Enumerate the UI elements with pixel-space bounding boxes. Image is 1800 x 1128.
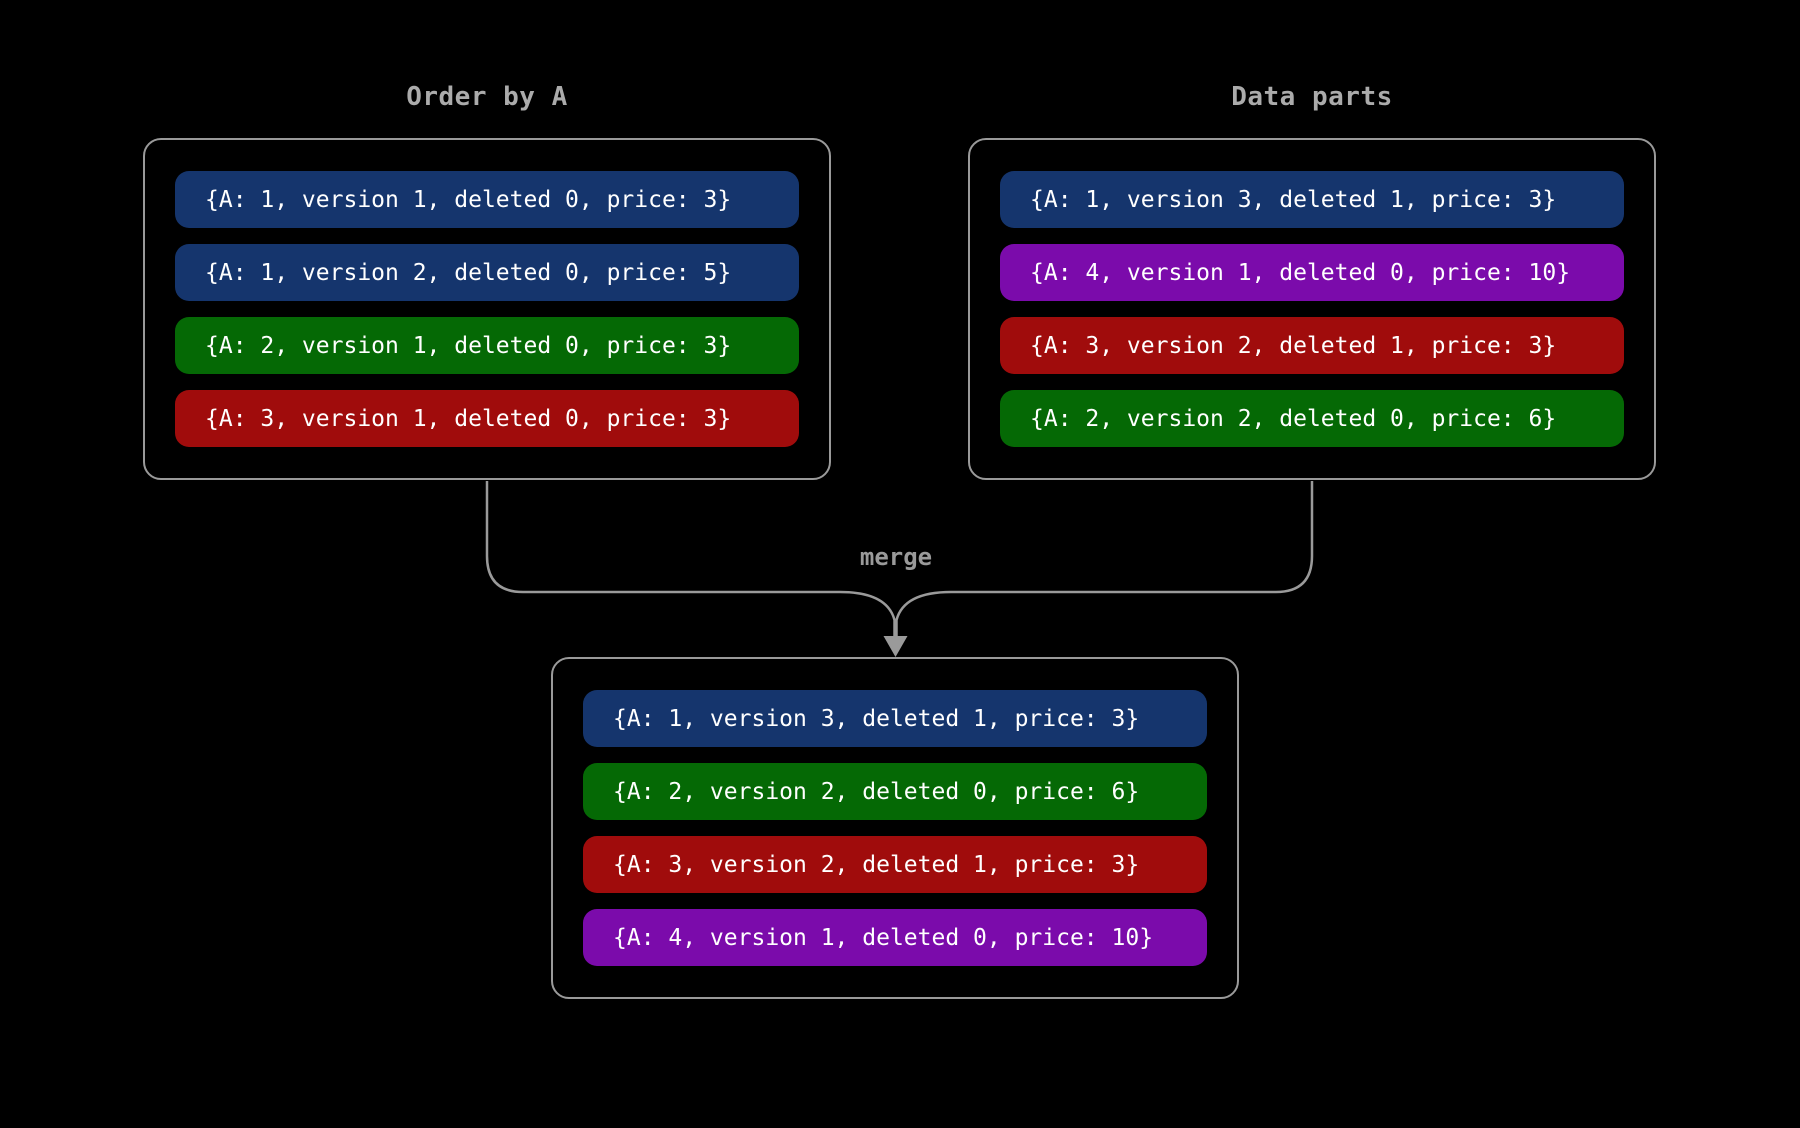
data-part-row: {A: 1, version 3, deleted 1, price: 3} bbox=[583, 690, 1207, 747]
data-part-row: {A: 1, version 3, deleted 1, price: 3} bbox=[1000, 171, 1624, 228]
data-part-row: {A: 4, version 1, deleted 0, price: 10} bbox=[1000, 244, 1624, 301]
data-part-row: {A: 2, version 2, deleted 0, price: 6} bbox=[1000, 390, 1624, 447]
order-by-a-box: {A: 1, version 1, deleted 0, price: 3} {A… bbox=[143, 138, 831, 480]
data-part-row: {A: 4, version 1, deleted 0, price: 10} bbox=[583, 909, 1207, 966]
arrow-down-icon bbox=[883, 636, 908, 657]
data-part-row: {A: 3, version 1, deleted 0, price: 3} bbox=[175, 390, 799, 447]
order-by-a-title: Order by A bbox=[406, 82, 568, 112]
data-parts-title: Data parts bbox=[1231, 82, 1393, 112]
left-connector-line bbox=[485, 481, 896, 639]
data-part-row: {A: 3, version 2, deleted 1, price: 3} bbox=[1000, 317, 1624, 374]
data-parts-box: {A: 1, version 3, deleted 1, price: 3} {A… bbox=[968, 138, 1656, 480]
merge-label: merge bbox=[859, 543, 933, 571]
data-part-row: {A: 2, version 2, deleted 0, price: 6} bbox=[583, 763, 1207, 820]
right-connector-line bbox=[895, 481, 1314, 639]
data-part-row: {A: 3, version 2, deleted 1, price: 3} bbox=[583, 836, 1207, 893]
data-part-row: {A: 1, version 1, deleted 0, price: 3} bbox=[175, 171, 799, 228]
merged-part-box: {A: 1, version 3, deleted 1, price: 3} {A… bbox=[551, 657, 1239, 999]
data-part-row: {A: 1, version 2, deleted 0, price: 5} bbox=[175, 244, 799, 301]
data-part-row: {A: 2, version 1, deleted 0, price: 3} bbox=[175, 317, 799, 374]
